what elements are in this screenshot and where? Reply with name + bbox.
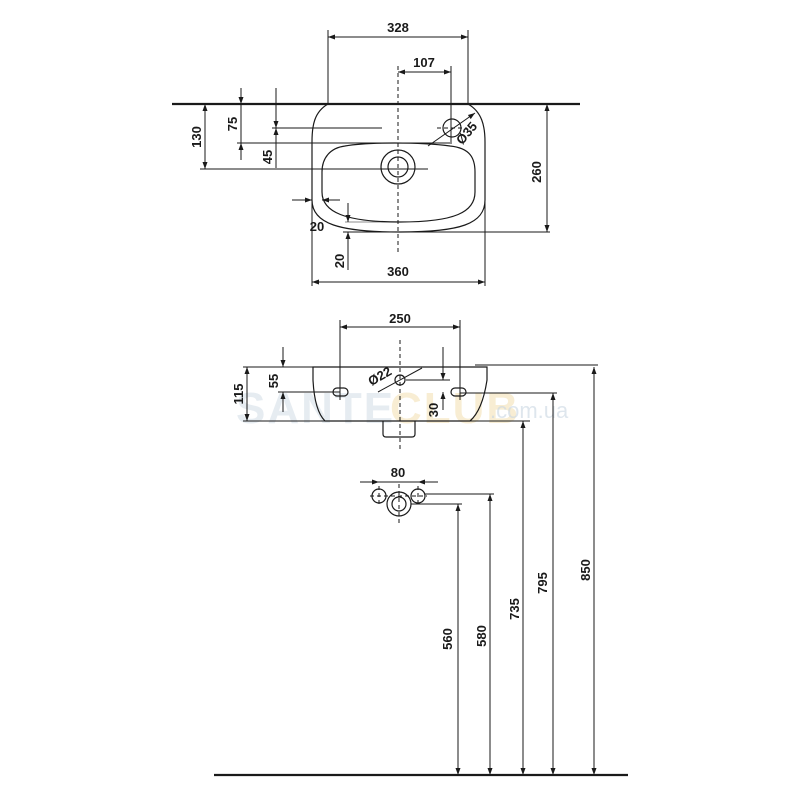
dim-260: 260 — [529, 161, 544, 183]
front-view: Ø22 250 115 55 30 80 — [214, 311, 628, 777]
dim-795: 795 — [535, 572, 550, 594]
dim-20-vertical: 20 — [332, 254, 347, 268]
dim-tap-hole: Ø35 — [453, 119, 480, 147]
waste-inner — [391, 496, 407, 512]
siphon — [382, 421, 416, 438]
svg-text:.com.ua: .com.ua — [490, 398, 569, 423]
dim-360: 360 — [387, 264, 409, 279]
overflow-hole — [394, 374, 406, 386]
dim-55: 55 — [266, 374, 281, 388]
dim-130: 130 — [189, 126, 204, 148]
watermark: SANTE CLUB .com.ua — [236, 384, 569, 433]
dim-115: 115 — [231, 384, 246, 405]
dim-328: 328 — [387, 20, 409, 35]
dim-250: 250 — [389, 311, 411, 326]
svg-text:SANTE: SANTE — [236, 384, 395, 433]
dim-850: 850 — [578, 559, 593, 581]
dim-107: 107 — [413, 55, 435, 70]
dim-30: 30 — [426, 403, 441, 417]
fixing-slot-right — [450, 387, 467, 397]
top-view: 328 107 Ø35 130 75 45 260 360 20 — [172, 20, 580, 286]
svg-text:CLUB: CLUB — [390, 384, 520, 433]
dim-580: 580 — [474, 625, 489, 647]
dim-75: 75 — [225, 117, 240, 131]
dim-560: 560 — [440, 628, 455, 650]
dim-80: 80 — [391, 465, 405, 480]
bowl-outline — [321, 142, 476, 223]
dim-735: 735 — [507, 598, 522, 620]
dim-45: 45 — [260, 150, 275, 164]
dim-20-horizontal: 20 — [310, 219, 324, 234]
